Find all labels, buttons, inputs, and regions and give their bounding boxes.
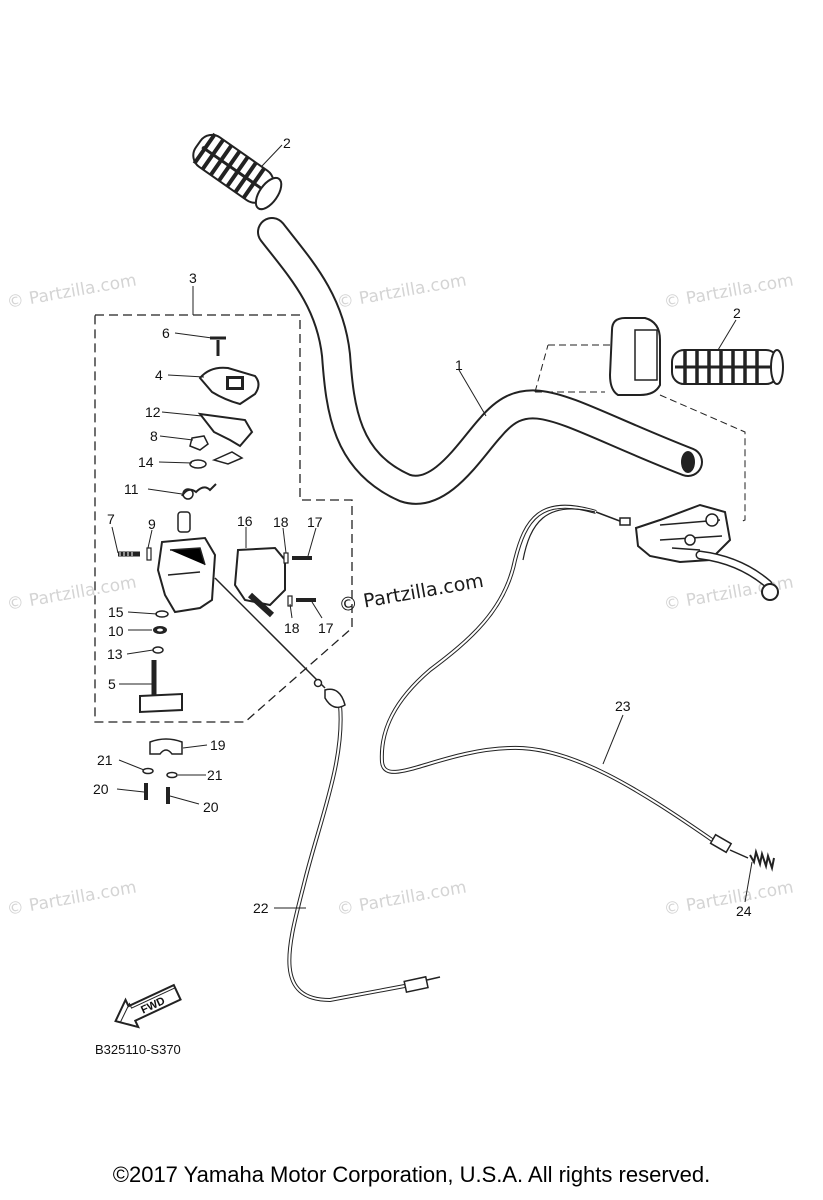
callout-12: 12 xyxy=(145,404,161,420)
callout-15: 15 xyxy=(108,604,124,620)
callout-20: 20 xyxy=(93,781,109,797)
callout-7: 7 xyxy=(107,511,115,527)
watermark: © Partzilla.com xyxy=(335,877,468,919)
handlebar xyxy=(257,217,703,505)
callout-21: 21 xyxy=(207,767,223,783)
watermark: © Partzilla.com xyxy=(335,270,468,312)
callout-13: 13 xyxy=(107,646,123,662)
watermark: © Partzilla.com xyxy=(5,270,138,312)
fwd-arrow-icon: FWD xyxy=(114,983,182,1029)
lever-parts xyxy=(118,336,316,804)
callouts: 2 3 6 4 12 8 14 11 7 9 16 18 17 18 17 15… xyxy=(93,135,752,919)
callout-14: 14 xyxy=(138,454,154,470)
callout-22: 22 xyxy=(253,900,269,916)
callout-3: 3 xyxy=(189,270,197,286)
copyright-notice: ©2017 Yamaha Motor Corporation, U.S.A. A… xyxy=(112,1162,711,1187)
callout-1: 1 xyxy=(455,357,463,373)
callout-5: 5 xyxy=(108,676,116,692)
right-switch-and-grip xyxy=(534,317,784,523)
callout-17: 17 xyxy=(307,514,323,530)
cable-22 xyxy=(214,577,441,1003)
spring-24 xyxy=(749,848,775,872)
center-watermark: © Partzilla.com xyxy=(337,570,485,617)
callout-23: 23 xyxy=(615,698,631,714)
callout-18: 18 xyxy=(284,620,300,636)
callout-24: 24 xyxy=(736,903,752,919)
callout-20: 20 xyxy=(203,799,219,815)
callout-21: 21 xyxy=(97,752,113,768)
left-grip xyxy=(192,132,283,211)
diagram-code: B325110-S370 xyxy=(95,1042,181,1057)
watermark: © Partzilla.com xyxy=(5,877,138,919)
callout-2: 2 xyxy=(733,305,741,321)
callout-8: 8 xyxy=(150,428,158,444)
callout-19: 19 xyxy=(210,737,226,753)
callout-2: 2 xyxy=(283,135,291,151)
callout-17: 17 xyxy=(318,620,334,636)
callout-11: 11 xyxy=(124,481,139,497)
watermark: © Partzilla.com xyxy=(662,877,795,919)
cable-23 xyxy=(379,504,749,859)
callout-10: 10 xyxy=(108,623,124,639)
callout-9: 9 xyxy=(148,516,156,532)
leader-lines xyxy=(111,144,753,909)
callout-18: 18 xyxy=(273,514,289,530)
assembly-outline xyxy=(94,314,353,723)
brake-lever-assembly xyxy=(634,503,779,601)
callout-16: 16 xyxy=(237,513,253,529)
callout-4: 4 xyxy=(155,367,163,383)
watermark: © Partzilla.com xyxy=(662,270,795,312)
callout-6: 6 xyxy=(162,325,170,341)
